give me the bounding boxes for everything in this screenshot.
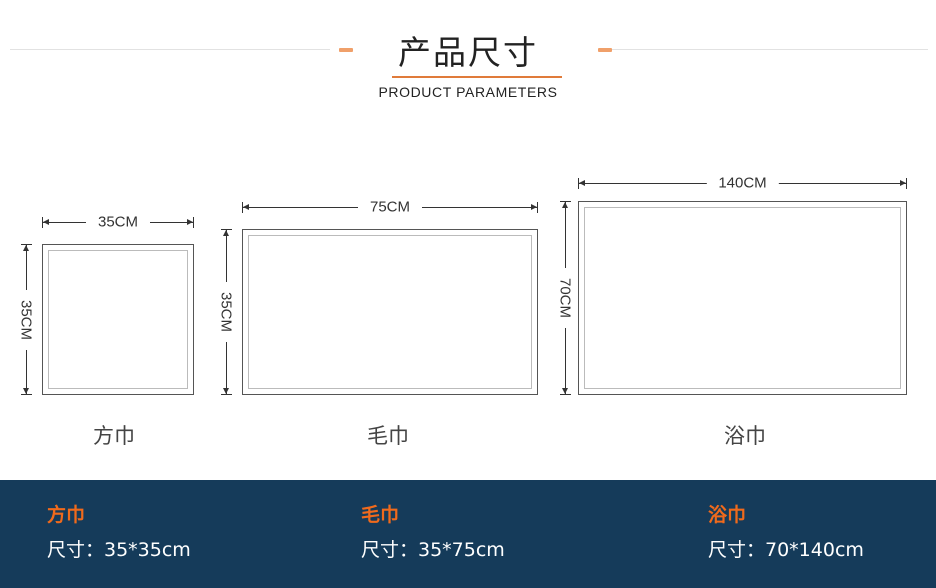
spec-size: 尺寸：35*35cm [47, 539, 191, 561]
spec-name: 浴巾 [708, 504, 747, 526]
towel-name: 浴巾 [724, 424, 766, 448]
height-label: 35CM [217, 281, 235, 343]
header-left-dash [339, 48, 353, 52]
dimension-width-medium: 75CM [242, 197, 538, 217]
dimension-width-small: 35CM [42, 212, 194, 232]
width-label: 35CM [85, 213, 151, 231]
height-label: 35CM [17, 289, 35, 350]
header-right-dash [598, 48, 612, 52]
dimension-width-large: 140CM [578, 173, 907, 193]
towel-diagram-bath [578, 201, 907, 395]
spec-item: 浴巾 尺寸：70*140cm [708, 500, 864, 562]
height-label: 70CM [556, 267, 574, 329]
dimension-height-large: 70CM [555, 201, 575, 395]
dimension-height-small: 35CM [16, 244, 36, 395]
towel-name: 毛巾 [367, 424, 409, 448]
towel-diagram-square [42, 244, 194, 395]
towel-diagram-face [242, 229, 538, 395]
spec-name: 方巾 [47, 504, 86, 526]
towel-name: 方巾 [93, 424, 135, 448]
width-label: 75CM [357, 198, 423, 216]
title-underline [392, 76, 562, 78]
spec-footer: 方巾 尺寸：35*35cm 毛巾 尺寸：35*75cm 浴巾 尺寸：70*140… [0, 480, 936, 588]
page-subtitle: PRODUCT PARAMETERS [378, 84, 558, 100]
dimension-height-medium: 35CM [216, 229, 236, 395]
spec-size: 尺寸：70*140cm [708, 539, 864, 561]
header-right-rule [612, 49, 928, 50]
spec-size: 尺寸：35*75cm [361, 539, 505, 561]
width-label: 140CM [706, 174, 779, 192]
spec-item: 毛巾 尺寸：35*75cm [361, 500, 505, 562]
spec-name: 毛巾 [361, 504, 400, 526]
page-title: 产品尺寸 [398, 33, 538, 72]
header-left-rule [10, 49, 330, 50]
spec-item: 方巾 尺寸：35*35cm [47, 500, 191, 562]
